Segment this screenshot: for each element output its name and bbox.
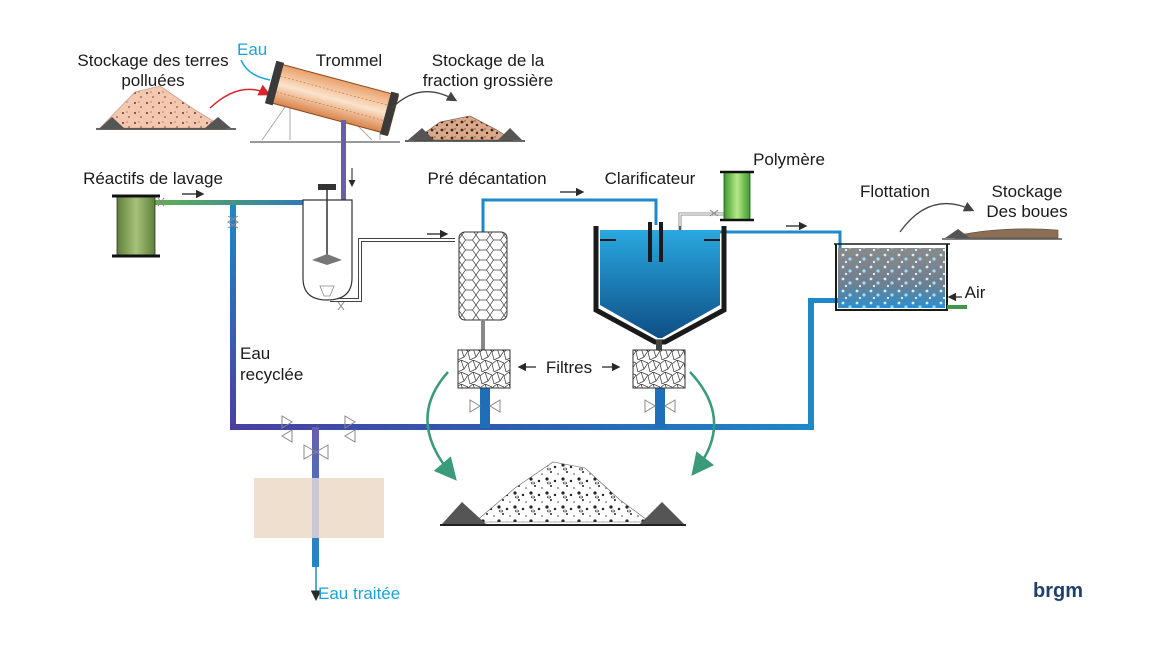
label-stock-boues-line2: Des boues	[986, 202, 1067, 221]
sludge-storage	[942, 228, 1062, 240]
label-stock-grossiere-line2: fraction grossière	[423, 71, 553, 90]
washed-soil-pile	[440, 461, 686, 526]
filter-right	[632, 349, 686, 389]
recycle-pipe-vertical	[230, 205, 236, 430]
reagent-pipe	[155, 200, 305, 205]
bottom-collector-pipe	[230, 424, 814, 430]
label-pre-decantation: Pré décantation	[427, 169, 546, 188]
feed-arrow	[209, 84, 271, 109]
label-stock-grossiere-line1: Stockage de la	[432, 51, 545, 70]
label-reactifs: Réactifs de lavage	[83, 169, 223, 188]
label-filtres: Filtres	[546, 358, 592, 377]
label-flottation: Flottation	[860, 182, 930, 201]
valves	[157, 197, 719, 460]
label-trommel: Trommel	[316, 51, 382, 70]
filter-left	[457, 349, 511, 389]
coarse-fraction-storage	[405, 115, 525, 142]
label-stock-boues-line1: Stockage	[992, 182, 1063, 201]
label-eau-traitee: Eau traitée	[318, 584, 400, 603]
sludge-out-arrow	[899, 201, 975, 233]
label-stock-terres-line2: polluées	[121, 71, 184, 90]
solids-arrow-right	[689, 371, 716, 476]
trommel	[250, 60, 400, 206]
polluted-soil-storage	[96, 85, 236, 130]
predecant-to-clarifier-pipe	[481, 198, 658, 236]
clarifier	[593, 222, 727, 350]
flotation-tank	[834, 243, 967, 311]
label-stock-terres-line1: Stockage des terres	[77, 51, 228, 70]
flotation-return-pipe	[808, 298, 814, 430]
water-inlet-line	[240, 59, 271, 81]
reagent-tank	[112, 194, 160, 258]
label-clarificateur: Clarificateur	[605, 169, 696, 188]
pre-decanter	[458, 231, 508, 350]
clarifier-overflow-pipe	[715, 230, 842, 248]
label-eau-recyclee-line2: recyclée	[240, 365, 303, 384]
label-air: Air	[965, 283, 986, 302]
coarse-out-arrow	[391, 91, 458, 109]
label-polymere: Polymère	[753, 150, 825, 169]
label-eau-recyclee-line1: Eau	[240, 344, 270, 363]
brgm-logo: brgm	[1033, 580, 1083, 602]
label-eau: Eau	[237, 40, 267, 59]
solids-arrow-left	[426, 371, 457, 481]
mixing-reactor	[302, 184, 353, 301]
polymer-tank	[720, 170, 754, 222]
